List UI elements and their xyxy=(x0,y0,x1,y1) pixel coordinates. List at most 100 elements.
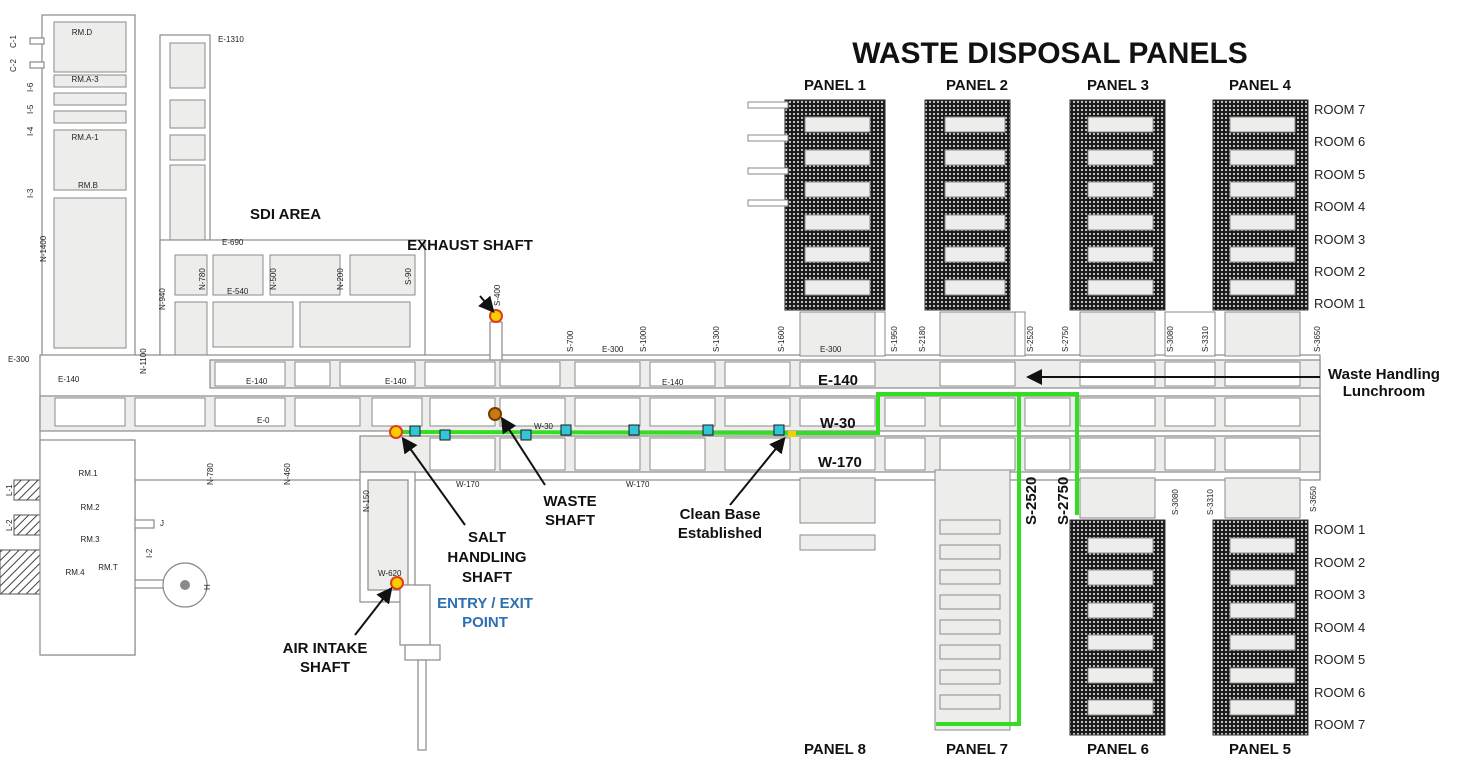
drift-label: S-2750 xyxy=(1061,326,1070,352)
air-sampler-icon xyxy=(560,424,572,436)
tag-label: I-5 xyxy=(26,104,35,114)
shaft-marker-icon xyxy=(389,425,403,439)
drift-label: N-500 xyxy=(269,268,278,290)
room-label: RM.4 xyxy=(65,568,85,577)
tag-label: I-4 xyxy=(26,126,35,136)
drift-label: N-200 xyxy=(336,268,345,290)
drift-label: S-90 xyxy=(404,268,413,285)
tag-label: I-6 xyxy=(26,82,35,92)
room-labels-south: ROOM 1 ROOM 2 ROOM 3 ROOM 4 ROOM 5 ROOM … xyxy=(1314,522,1365,732)
drift-labels-minor: E-1310 E-690 E-540 N-780 N-500 N-200 S-9… xyxy=(8,35,1322,578)
room-label: RM.B xyxy=(78,181,98,190)
tag-label: C-2 xyxy=(9,59,18,72)
drift-label: E-300 xyxy=(820,345,842,354)
tag-label: C-1 xyxy=(9,35,18,48)
room-label: RM.A-3 xyxy=(71,75,99,84)
room-label: RM.2 xyxy=(80,503,100,512)
tag-label: L-2 xyxy=(5,519,14,531)
room-label: ROOM 2 xyxy=(1314,264,1365,279)
drift-labels-major: E-140 W-30 W-170 S-2520 S-2750 xyxy=(818,372,1072,525)
shaft-marker-icon xyxy=(390,576,404,590)
arrows xyxy=(354,295,1320,636)
drift-label: N-1400 xyxy=(39,235,48,262)
panel-label: PANEL 6 xyxy=(1087,741,1149,758)
drift-label: E-690 xyxy=(222,238,244,247)
shaft-marker-icon xyxy=(489,309,503,323)
panel-label: PANEL 4 xyxy=(1229,77,1292,94)
arrow-icon xyxy=(500,416,546,486)
drift-label: S-1950 xyxy=(890,326,899,352)
drift-label: E-140 xyxy=(385,377,407,386)
panel-blocks xyxy=(747,99,1309,736)
clean-base-marker xyxy=(788,431,796,437)
drift-label: E-140 xyxy=(662,378,684,387)
room-label: ROOM 3 xyxy=(1314,232,1365,247)
tag-label: H xyxy=(203,584,212,590)
air-sampler-icon xyxy=(520,429,532,441)
room-label: RM.D xyxy=(72,28,93,37)
air-sampler-icon xyxy=(773,424,785,436)
drift-label: N-1100 xyxy=(139,348,148,374)
left-room-labels: RM.D RM.A-3 RM.A-1 RM.B RM.1 RM.2 RM.3 R… xyxy=(65,28,117,577)
air-sampler-icon xyxy=(439,429,451,441)
room-label: ROOM 7 xyxy=(1314,102,1365,117)
drift-label: S-3310 xyxy=(1206,489,1215,515)
drift-label: E-140 xyxy=(58,375,80,384)
room-label: ROOM 3 xyxy=(1314,587,1365,602)
room-label: RM.A-1 xyxy=(71,133,99,142)
route-line-panel7 xyxy=(936,394,1021,726)
drift-label: E-540 xyxy=(227,287,249,296)
map-title: WASTE DISPOSAL PANELS xyxy=(852,37,1248,70)
drift-label: S-3080 xyxy=(1171,489,1180,515)
entry-exit-label: ENTRY / EXIT POINT xyxy=(437,595,533,631)
drift-label: S-2520 xyxy=(1023,477,1040,525)
panel-label: PANEL 8 xyxy=(804,741,866,758)
arrow-icon xyxy=(478,295,495,314)
drift-label: W-30 xyxy=(534,422,554,431)
drift-label: W-170 xyxy=(626,480,650,489)
room-label: ROOM 4 xyxy=(1314,199,1365,214)
room-label: ROOM 5 xyxy=(1314,652,1365,667)
route-line xyxy=(395,392,1079,515)
room-label: RM.T xyxy=(98,563,118,572)
drift-label: W-170 xyxy=(456,480,480,489)
drift-label: S-1300 xyxy=(712,326,721,352)
exhaust-shaft-label: EXHAUST SHAFT xyxy=(407,237,533,254)
route-path xyxy=(395,392,1079,726)
central-drifts xyxy=(39,34,1321,751)
drift-label: S-1000 xyxy=(639,326,648,352)
lunchroom-label: Waste Handling Lunchroom xyxy=(1328,366,1440,400)
drift-label: S-3650 xyxy=(1309,486,1318,512)
room-labels-north: ROOM 7 ROOM 6 ROOM 5 ROOM 4 ROOM 3 ROOM … xyxy=(1314,102,1365,311)
drift-label: N-150 xyxy=(362,490,371,512)
room-label: ROOM 1 xyxy=(1314,522,1365,537)
drift-label: S-700 xyxy=(566,330,575,352)
tag-label: I-3 xyxy=(26,188,35,198)
drift-label: E-0 xyxy=(257,416,270,425)
air-sampler-icon xyxy=(702,424,714,436)
panel-label: PANEL 2 xyxy=(946,77,1008,94)
drift-label: S-400 xyxy=(493,284,502,306)
drift-label: N-460 xyxy=(283,463,292,485)
room-label: ROOM 1 xyxy=(1314,296,1365,311)
arrow-icon xyxy=(401,436,466,526)
drift-label: S-2180 xyxy=(918,326,927,352)
room-label: ROOM 6 xyxy=(1314,685,1365,700)
room-label: RM.3 xyxy=(80,535,100,544)
drift-label: W-30 xyxy=(820,415,856,432)
arrow-icon xyxy=(729,436,786,506)
panel-label: PANEL 7 xyxy=(946,741,1008,758)
arrow-icon xyxy=(354,586,393,636)
panel-label: PANEL 3 xyxy=(1087,77,1149,94)
panel-label: PANEL 1 xyxy=(804,77,866,94)
drift-label: S-2750 xyxy=(1055,477,1072,525)
waste-shaft-label: WASTE SHAFT xyxy=(543,493,597,529)
panel-labels: PANEL 1 PANEL 2 PANEL 3 PANEL 4 PANEL 8 … xyxy=(804,77,1292,758)
room-label: ROOM 2 xyxy=(1314,555,1365,570)
room-label: ROOM 7 xyxy=(1314,717,1365,732)
air-sampler-icon xyxy=(628,424,640,436)
tag-label: L-1 xyxy=(5,484,14,496)
drift-label: E-1310 xyxy=(218,35,244,44)
shaft-markers xyxy=(389,309,503,590)
